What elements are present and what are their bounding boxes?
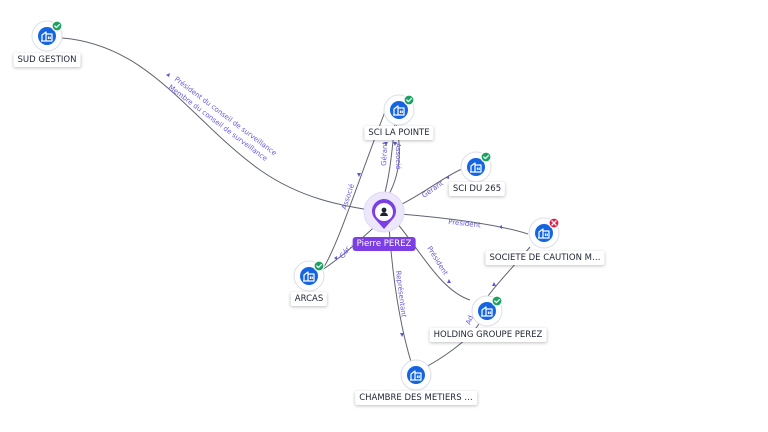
person-icon <box>380 207 388 216</box>
edge-sud-gestion[interactable] <box>61 37 384 213</box>
company-node-arcas[interactable] <box>293 260 325 292</box>
company-node-chambre-des-metiers[interactable] <box>400 359 432 391</box>
check-badge-icon <box>51 20 63 32</box>
company-node-societe-caution[interactable] <box>528 217 560 249</box>
company-node-sud-gestion[interactable] <box>31 20 63 52</box>
company-node-holding-groupe-perez[interactable] <box>471 295 503 327</box>
check-badge-icon <box>403 94 415 106</box>
edge-sci-du-265[interactable] <box>397 168 463 207</box>
check-badge-icon <box>313 260 325 272</box>
company-node-sci-la-pointe[interactable] <box>383 94 415 126</box>
edge-label-sud-2: Membre du conseil de surveillance <box>167 83 269 163</box>
company-label-sci-du-265[interactable]: SCI DU 265 <box>448 182 506 196</box>
company-label-sud-gestion[interactable]: SUD GESTION <box>13 53 81 67</box>
company-label-chambre-des-metiers[interactable]: CHAMBRE DES METIERS … <box>355 391 477 405</box>
edge-label-pointe-gerant: Gérant <box>380 141 389 166</box>
edge-label-holding: Président <box>425 245 449 277</box>
edge-arrows <box>166 73 502 337</box>
person-label-pierre-perez[interactable]: Pierre PEREZ <box>352 237 416 251</box>
edge-label-sud-1: Président du conseil de surveillance <box>173 75 278 157</box>
edge-label-caution: Président <box>448 218 482 229</box>
edge-holding[interactable] <box>395 221 471 301</box>
check-badge-icon <box>491 295 503 307</box>
edge-societe-caution[interactable] <box>399 213 529 235</box>
company-label-societe-caution[interactable]: SOCIETE DE CAUTION M… <box>485 251 605 265</box>
check-badge-icon <box>480 151 492 163</box>
company-label-holding-groupe-perez[interactable]: HOLDING GROUPE PEREZ <box>429 328 547 342</box>
graph-edges <box>61 37 531 371</box>
company-label-sci-la-pointe[interactable]: SCI LA POINTE <box>364 126 434 140</box>
company-label-arcas[interactable]: ARCAS <box>290 292 328 306</box>
company-node-sci-du-265[interactable] <box>460 151 492 183</box>
edge-label-sci265: Gérant <box>421 179 446 200</box>
edge-label-pointe-associe: Associé <box>394 143 402 169</box>
person-node-pierre-perez[interactable] <box>363 191 405 233</box>
